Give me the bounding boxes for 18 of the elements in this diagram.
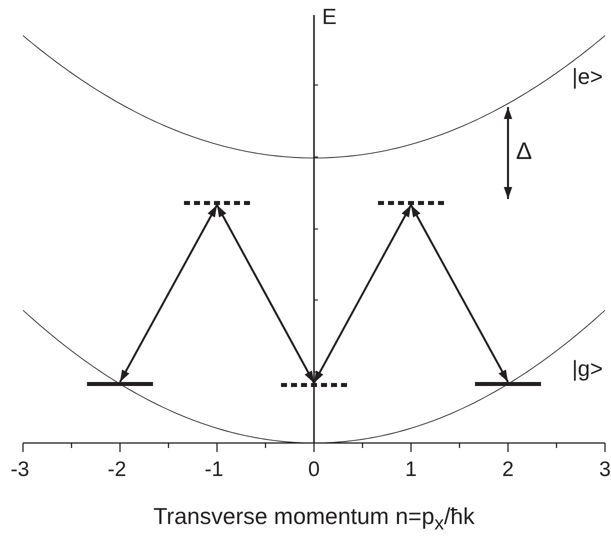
tick-label: 3 xyxy=(599,459,611,480)
axis-title: Transverse momentum n=p$_{x}$/ħk xyxy=(153,505,475,534)
transition-arrow xyxy=(216,204,315,384)
state-label: |g> xyxy=(572,358,603,380)
axis-label: E xyxy=(322,6,337,28)
tick-label: 2 xyxy=(502,459,514,480)
transition-arrow xyxy=(119,204,218,382)
tick-label: 1 xyxy=(405,459,417,480)
tick-label: -2 xyxy=(108,459,126,480)
detuning-label: Δ xyxy=(516,140,532,164)
transition-arrow xyxy=(410,204,509,382)
energy-level-bar xyxy=(87,382,153,386)
tick-label: 0 xyxy=(308,459,320,480)
tick-label: -3 xyxy=(10,459,30,480)
state-label: |e> xyxy=(572,66,603,88)
transition-arrow xyxy=(313,204,412,384)
tick-label: -1 xyxy=(204,459,224,480)
energy-level-bar xyxy=(475,382,541,386)
